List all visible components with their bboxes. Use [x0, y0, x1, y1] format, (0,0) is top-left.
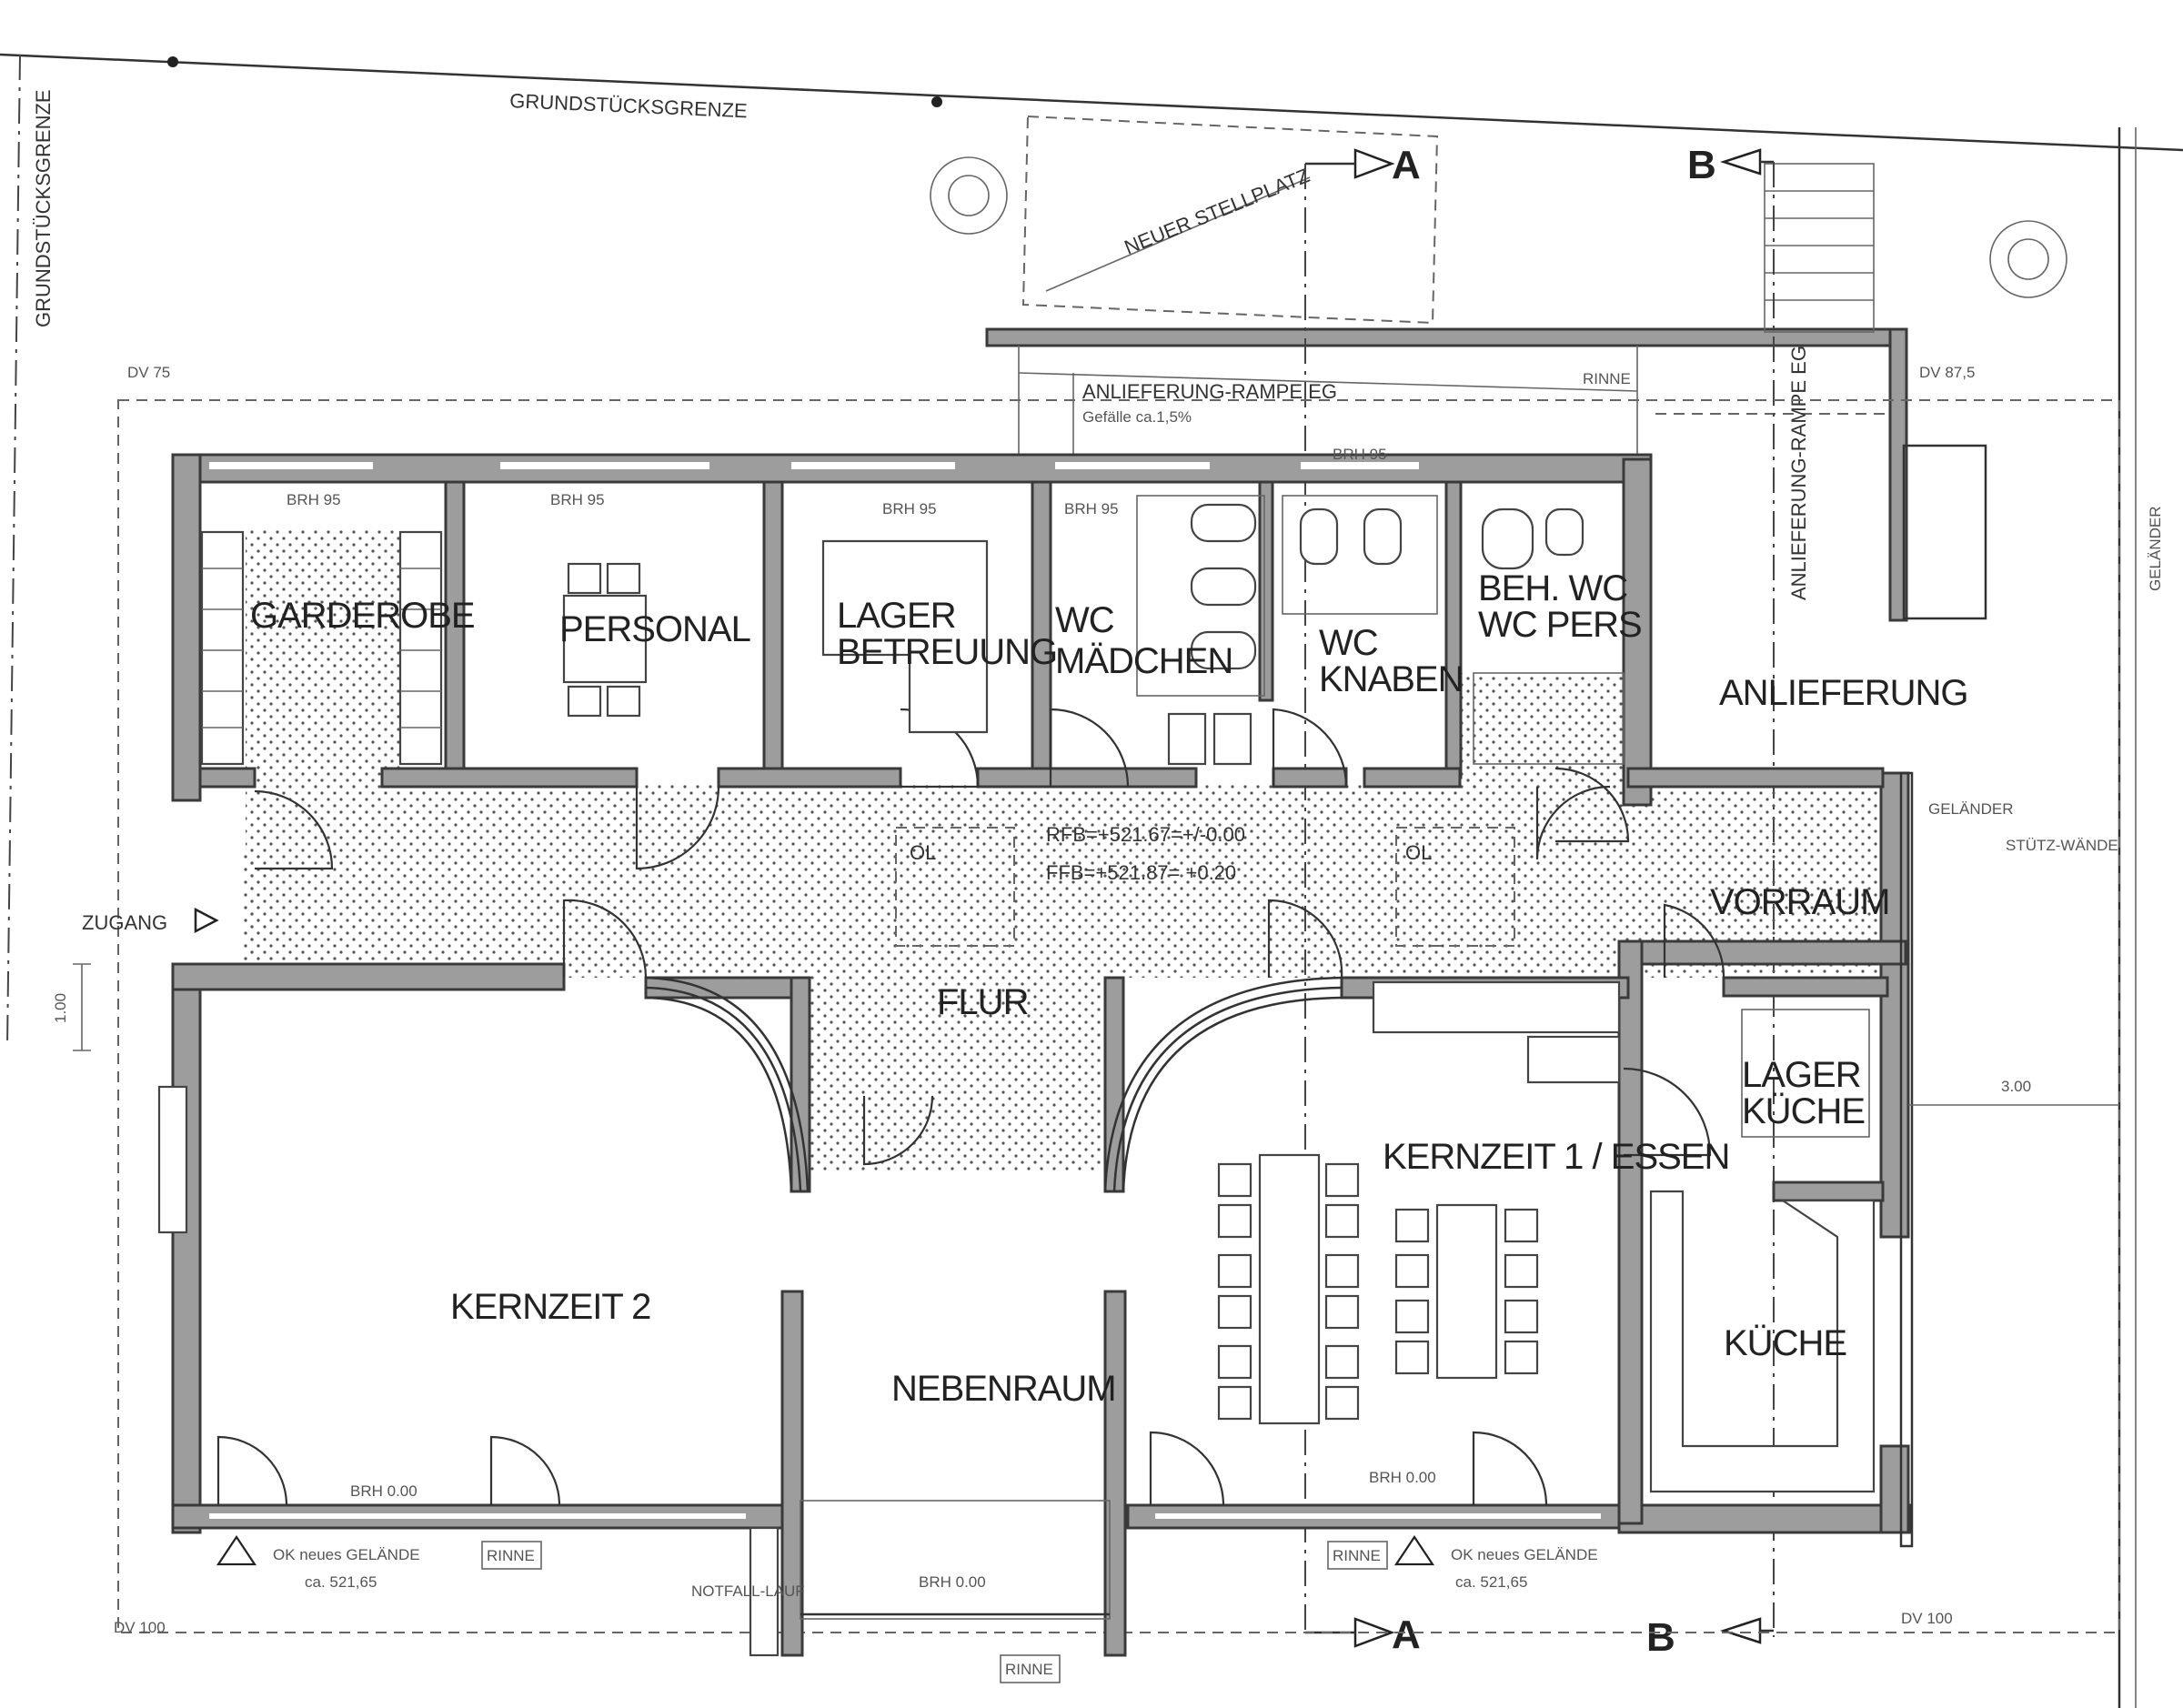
room-wc-knaben-2: KNABEN	[1319, 659, 1464, 699]
grade-triangle-left	[216, 1535, 257, 1566]
gelaender-label: GELÄNDER	[1928, 800, 2014, 818]
gutter-left	[481, 1541, 542, 1570]
gutter-right	[1327, 1541, 1388, 1570]
dv-100-label-right: DV 100	[1901, 1610, 1953, 1627]
doors	[216, 708, 1725, 1506]
room-anlieferung: ANLIEFERUNG	[1719, 673, 1968, 713]
room-kernzeit2: KERNZEIT 2	[450, 1287, 650, 1327]
room-personal: PERSONAL	[559, 609, 750, 649]
ramp-slope-north: Gefälle ca.1,5%	[1082, 408, 1192, 426]
room-lager-betreuung-2: BETREUUNG	[837, 632, 1057, 672]
garderobe-benches	[200, 530, 443, 766]
section-marker-a-top	[1305, 148, 1395, 179]
curved-wall-left	[645, 986, 802, 1192]
brh-garderobe: BRH 95	[287, 491, 341, 508]
room-nebenraum: NEBENRAUM	[891, 1369, 1116, 1409]
gelaender-label-east: GELÄNDER	[2147, 506, 2164, 591]
section-a-label-bottom: A	[1392, 1613, 1421, 1657]
room-wc-maedchen-2: MÄDCHEN	[1055, 641, 1232, 681]
curved-wall-right	[1112, 986, 1343, 1192]
ramp-label-north: ANLIEFERUNG-RAMPE EG	[1082, 380, 1337, 403]
ol-label-2: OL	[1405, 841, 1432, 864]
dimension-left	[73, 963, 91, 1051]
overhead-light-2	[1395, 827, 1515, 947]
brh-kernzeit1: BRH 0.00	[1369, 1469, 1436, 1486]
overhead-light-1	[895, 827, 1015, 947]
stuetzwaende-label: STÜTZ-WÄNDE	[2006, 837, 2118, 854]
dining-tables	[1217, 1153, 1539, 1425]
section-marker-b-bottom	[1719, 1617, 1774, 1644]
corridor-bench	[1372, 980, 1621, 1034]
grade-value-right: ca. 521,65	[1455, 1573, 1527, 1591]
room-beh-wc-2: WC PERS	[1478, 605, 1642, 645]
room-kueche: KÜCHE	[1724, 1323, 1846, 1363]
parking-space	[1021, 115, 1439, 325]
brh-kernzeit2: BRH 0.00	[350, 1482, 417, 1500]
property-line-label-left: GRUNDSTÜCKSGRENZE	[32, 89, 55, 327]
corridor-floor	[241, 527, 1883, 1173]
windows	[157, 462, 1601, 1519]
lager-kueche-shelf	[1741, 1009, 1870, 1138]
gutter-bottom	[1000, 1654, 1061, 1683]
dimension-100: 1.00	[52, 993, 69, 1023]
section-marker-b-top	[1719, 148, 1774, 176]
dimension-300: 3.00	[2001, 1078, 2031, 1095]
grade-triangle-right	[1393, 1535, 1435, 1566]
lager-shelf	[821, 539, 989, 734]
brh-wc: BRH 95	[1064, 500, 1119, 517]
room-kernzeit1-essen: KERNZEIT 1 / ESSEN	[1383, 1137, 1729, 1177]
corridor-shelf	[1526, 1035, 1621, 1084]
south-steps	[749, 1500, 1111, 1657]
room-lager-betreuung-1: LAGER	[837, 596, 956, 636]
parking-label: NEUER STELLPLATZ	[1122, 164, 1313, 259]
entrance-label: ZUGANG	[82, 911, 167, 934]
brh-personal: BRH 95	[550, 491, 605, 508]
room-wc-knaben-1: WC	[1319, 623, 1378, 663]
kitchen-counter	[1649, 1190, 1876, 1493]
site-outline	[117, 399, 2120, 1633]
tree-symbol	[930, 156, 2067, 298]
room-vorraum: VORRAUM	[1710, 882, 1889, 922]
room-flur: FLUR	[937, 982, 1029, 1022]
room-beh-wc-1: BEH. WC	[1478, 568, 1627, 608]
grade-label-right: OK neues GELÄNDE	[1451, 1546, 1598, 1563]
level-rfb: RFB=+521.67=+/-0.00	[1046, 823, 1245, 846]
brh-lager: BRH 95	[882, 500, 937, 517]
gutter-label-bottom: RINNE	[1005, 1661, 1053, 1678]
wc-fixtures	[1136, 495, 1625, 766]
level-ffb: FFB=+521.87= +0.20	[1046, 861, 1236, 884]
personal-table	[562, 562, 648, 718]
room-wc-maedchen-1: WC	[1055, 600, 1114, 640]
dv-100-label: DV 100	[114, 1619, 166, 1636]
ol-label-1: OL	[910, 841, 936, 864]
entrance-arrow	[194, 907, 219, 934]
room-lager-kueche-2: KÜCHE	[1742, 1091, 1865, 1131]
section-a-label-top: A	[1392, 143, 1421, 187]
grade-label-left: OK neues GELÄNDE	[273, 1546, 420, 1563]
grade-value-left: ca. 521,65	[305, 1573, 377, 1591]
notfall-label: NOTFALL-LAUF	[691, 1582, 805, 1600]
ramp-label-east: ANLIEFERUNG-RAMPE EG	[1787, 346, 1810, 600]
gutter-label-right: RINNE	[1333, 1547, 1381, 1564]
dv-75-label: DV 75	[127, 364, 170, 381]
gutter-label-left: RINNE	[487, 1547, 535, 1564]
ramp-structure	[985, 163, 1987, 622]
property-line-label: GRUNDSTÜCKSGRENZE	[509, 89, 748, 122]
section-b-label-top: B	[1687, 143, 1716, 187]
section-b-label-bottom: B	[1646, 1615, 1675, 1660]
dv-875-label: DV 87,5	[1919, 364, 1975, 381]
room-lager-kueche-1: LAGER	[1742, 1055, 1861, 1095]
room-garderobe: GARDEROBE	[250, 596, 475, 636]
ramp-gutter-label: RINNE	[1583, 370, 1631, 387]
brh-beh-wc: BRH 95	[1333, 446, 1387, 463]
retaining-wall	[1899, 771, 1914, 1548]
brh-nebenraum: BRH 0.00	[919, 1573, 986, 1591]
